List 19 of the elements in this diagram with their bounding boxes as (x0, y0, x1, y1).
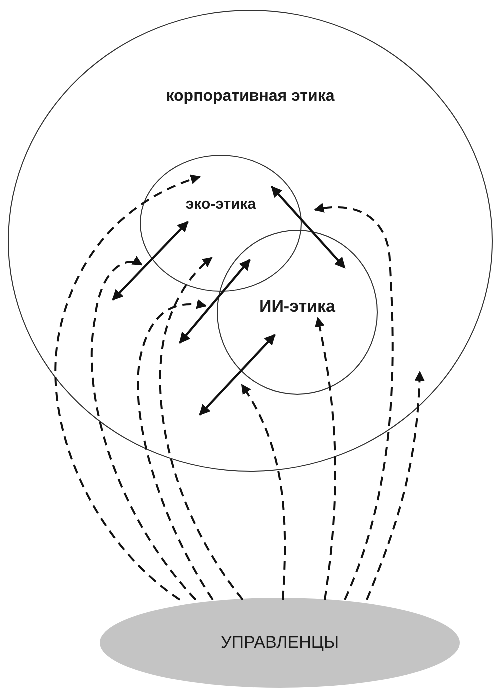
dashed-arrow (91, 256, 197, 601)
circle-label: эко-этика (186, 195, 256, 215)
dashed-arrow (366, 371, 425, 600)
dashed-arrow (241, 384, 286, 600)
circle-label: корпоративная этика (166, 87, 335, 107)
double-arrow (112, 221, 189, 301)
inner-circle (217, 230, 378, 395)
dashed-arrow (160, 257, 244, 601)
dashed-arrow (314, 317, 336, 600)
outer-circle (8, 10, 493, 472)
circle-label: ИИ-этика (259, 296, 336, 318)
inner-circle (140, 155, 302, 292)
dashed-arrow (137, 300, 214, 601)
circle-label: УПРАВЛЕНЦЫ (220, 632, 340, 654)
dashed-arrow (54, 175, 201, 601)
double-arrow (199, 334, 276, 416)
double-arrow (179, 259, 251, 344)
double-arrow (271, 186, 346, 269)
dashed-arrow (314, 204, 394, 600)
